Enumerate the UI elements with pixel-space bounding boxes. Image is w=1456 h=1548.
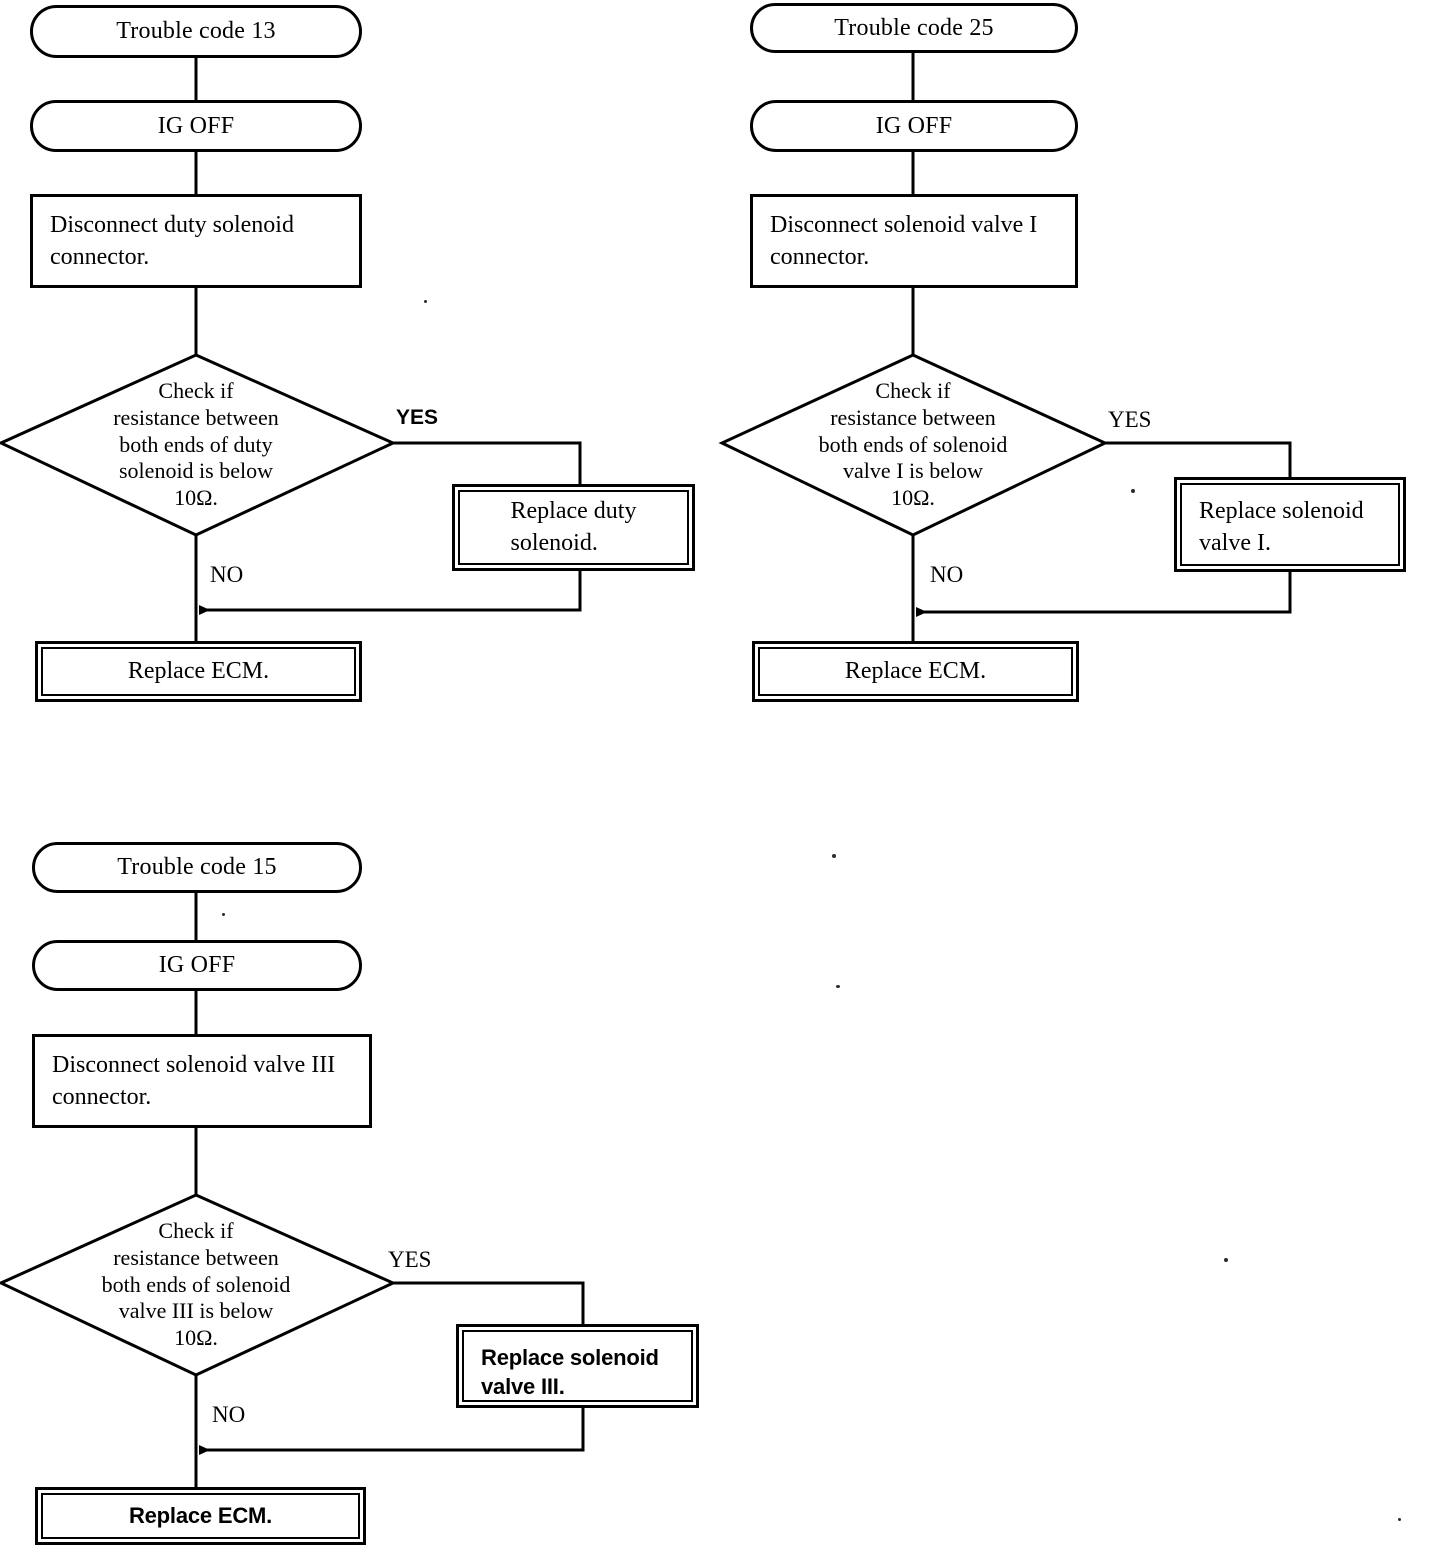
- fc3-process-label: Disconnect solenoid valve III connector.: [52, 1052, 336, 1110]
- fc3-yes-action-box[interactable]: Replace solenoid valve III.: [456, 1324, 699, 1408]
- scan-speck: [1398, 1518, 1401, 1521]
- fc3-yes-action-label: Replace solenoid valve III.: [481, 1345, 659, 1400]
- fc1-yes-action-box[interactable]: Replace duty solenoid.: [452, 484, 695, 571]
- fc1-no-action-box[interactable]: Replace ECM.: [35, 641, 362, 702]
- fc2-process-box[interactable]: Disconnect solenoid valve I connector.: [750, 194, 1078, 288]
- fc2-decision-label: Check if resistance between both ends of…: [818, 377, 1008, 511]
- fc1-start-label: Trouble code 13: [116, 18, 276, 45]
- fc2-ig-off-terminator[interactable]: IG OFF: [750, 100, 1078, 152]
- fc1-decision-label: Check if resistance between both ends of…: [113, 377, 279, 511]
- fc3-process-box[interactable]: Disconnect solenoid valve III connector.: [32, 1034, 372, 1128]
- fc1-ig-off-label: IG OFF: [157, 112, 235, 139]
- fc3-start-label: Trouble code 15: [117, 854, 277, 881]
- fc2-start-terminator[interactable]: Trouble code 25: [750, 3, 1078, 53]
- scan-speck: [424, 300, 427, 303]
- fc1-yes-action-label: Replace duty solenoid.: [510, 497, 637, 556]
- fc3-ig-off-terminator[interactable]: IG OFF: [32, 940, 362, 991]
- fc1-no-action-label: Replace ECM.: [127, 657, 270, 684]
- fc2-start-label: Trouble code 25: [834, 14, 994, 41]
- fc3-start-terminator[interactable]: Trouble code 15: [32, 842, 362, 893]
- fc1-decision-diamond[interactable]: Check if resistance between both ends of…: [36, 370, 356, 520]
- fc3-ig-off-label: IG OFF: [158, 952, 236, 979]
- fc2-yes-label: YES: [1108, 407, 1152, 432]
- fc2-yes-action-box[interactable]: Replace solenoid valve I.: [1174, 477, 1406, 572]
- fc3-decision-label: Check if resistance between both ends of…: [101, 1217, 291, 1351]
- fc1-start-terminator[interactable]: Trouble code 13: [30, 5, 362, 58]
- scan-speck: [832, 854, 836, 858]
- fc1-process-label: Disconnect duty solenoid connector.: [50, 212, 294, 270]
- fc3-no-label: NO: [212, 1402, 246, 1427]
- scan-speck: [1131, 489, 1135, 493]
- scan-speck: [222, 913, 225, 916]
- fc2-no-action-label: Replace ECM.: [844, 657, 987, 684]
- fc3-no-action-label: Replace ECM.: [128, 1503, 273, 1529]
- scan-speck: [1224, 1258, 1228, 1262]
- fc3-yes-label: YES: [388, 1247, 432, 1272]
- fc1-yes-label: YES: [396, 406, 439, 429]
- fc1-process-box[interactable]: Disconnect duty solenoid connector.: [30, 194, 362, 288]
- fc2-process-label: Disconnect solenoid valve I connector.: [770, 212, 1038, 270]
- fc2-decision-diamond[interactable]: Check if resistance between both ends of…: [753, 370, 1073, 520]
- fc3-decision-diamond[interactable]: Check if resistance between both ends of…: [36, 1210, 356, 1360]
- scan-speck: [836, 985, 840, 988]
- fc1-no-label: NO: [210, 562, 244, 587]
- fc2-no-action-box[interactable]: Replace ECM.: [752, 641, 1079, 702]
- fc2-yes-action-label: Replace solenoid valve I.: [1199, 498, 1364, 556]
- fc2-ig-off-label: IG OFF: [875, 112, 953, 139]
- fc3-no-action-box[interactable]: Replace ECM.: [35, 1487, 366, 1545]
- fc2-no-label: NO: [930, 562, 964, 587]
- fc1-ig-off-terminator[interactable]: IG OFF: [30, 100, 362, 152]
